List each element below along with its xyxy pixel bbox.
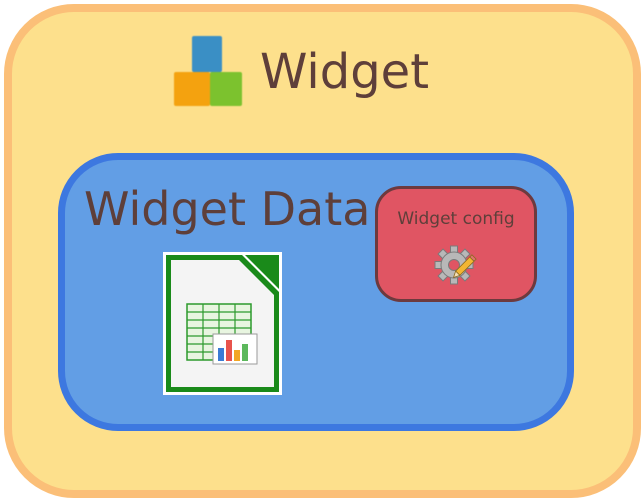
widget-data-title: Widget Data — [84, 182, 371, 236]
green-block — [210, 72, 242, 106]
orange-block — [174, 72, 210, 106]
blue-block — [192, 36, 222, 72]
widget-blocks-icon — [170, 34, 246, 110]
widget-header: Widget — [170, 34, 429, 110]
widget-title: Widget — [260, 44, 430, 100]
widget-config-box: Widget config — [375, 186, 537, 302]
gear-pencil-icon — [434, 245, 477, 285]
widget-config-label: Widget config — [397, 209, 515, 229]
spreadsheet-icon — [163, 252, 282, 395]
